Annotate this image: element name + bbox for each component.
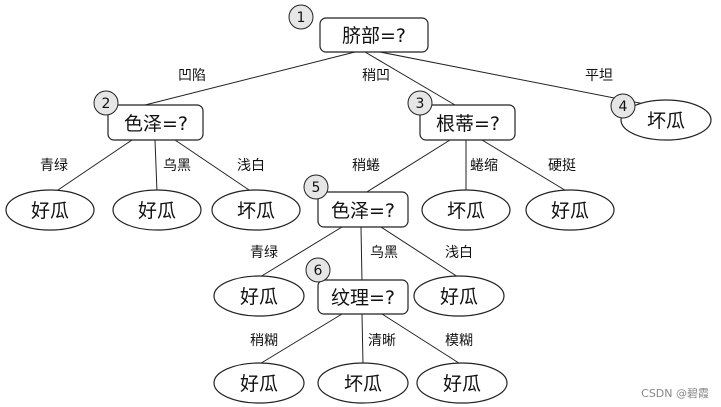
leaf-2c: 坏瓜 [211, 189, 301, 231]
leaf-2c-label: 坏瓜 [237, 200, 275, 222]
badge-3-number: 3 [416, 96, 425, 112]
leaf-2b: 好瓜 [112, 189, 202, 231]
badge-2-number: 2 [102, 96, 111, 112]
edge-label-1-2: 凹陷 [178, 68, 206, 84]
node-6: 纹理=? [317, 279, 409, 315]
edge-label-2-a: 青绿 [40, 158, 68, 174]
leaf-6a-label: 好瓜 [240, 373, 278, 395]
node-5: 色泽=? [317, 191, 409, 228]
edge-label-1-3: 稍凹 [362, 68, 390, 84]
badge-2: 2 [93, 90, 119, 116]
node-2: 色泽=? [107, 104, 204, 141]
edge-1-2 [144, 51, 356, 106]
edge-label-3-5: 稍蜷 [352, 158, 380, 174]
badge-5-number: 5 [312, 180, 321, 196]
leaf-5c: 好瓜 [413, 275, 505, 317]
edge-6-b [361, 313, 364, 366]
badge-6: 6 [305, 257, 331, 283]
leaf-5a-label: 好瓜 [240, 286, 278, 308]
edge-5-6 [360, 226, 363, 283]
badge-1: 1 [288, 4, 314, 30]
edge-label-5-a: 青绿 [250, 245, 278, 261]
badge-5: 5 [303, 174, 329, 200]
node-4: 坏瓜 [620, 99, 712, 141]
badge-4-number: 4 [619, 99, 628, 115]
edge-6-a [257, 313, 343, 366]
leaf-6c: 好瓜 [416, 362, 508, 404]
node-1-label: 脐部=? [342, 25, 406, 47]
badge-6-number: 6 [314, 263, 323, 279]
edge-5-c [380, 226, 459, 278]
badge-4: 4 [610, 93, 636, 119]
edges [54, 51, 661, 366]
node-5-label: 色泽=? [331, 200, 395, 222]
node-4-label: 坏瓜 [647, 110, 685, 132]
leaf-2b-label: 好瓜 [138, 200, 176, 222]
edge-label-6-a: 稍糊 [250, 333, 278, 349]
edge-labels: 凹陷 稍凹 平坦 青绿 乌黑 浅白 稍蜷 蜷缩 硬挺 青绿 乌黑 浅白 稍糊 清… [40, 68, 613, 349]
edge-label-3-b: 蜷缩 [470, 158, 498, 174]
node-1: 脐部=? [319, 17, 429, 53]
leaf-2a-label: 好瓜 [31, 200, 69, 222]
leaf-6b: 坏瓜 [317, 362, 409, 404]
edge-label-6-b: 清晰 [368, 333, 396, 349]
edge-label-3-c: 硬挺 [548, 158, 576, 174]
node-6-label: 纹理=? [331, 287, 395, 309]
edge-5-a [259, 226, 343, 278]
watermark: CSDN @碧霞 [641, 387, 709, 400]
badges: 1 2 3 4 5 6 [93, 4, 636, 283]
leaf-3c-label: 好瓜 [551, 200, 589, 222]
edge-1-3 [364, 51, 456, 106]
leaf-3b-label: 坏瓜 [447, 200, 485, 222]
edge-3-5 [361, 139, 451, 196]
leaf-3c: 好瓜 [525, 189, 615, 231]
leaf-5c-label: 好瓜 [440, 286, 478, 308]
edge-label-2-c: 浅白 [237, 158, 265, 174]
edge-6-c [381, 313, 463, 366]
leaf-6b-label: 坏瓜 [344, 373, 382, 395]
edge-label-5-6: 乌黑 [370, 245, 398, 261]
edge-1-4 [379, 51, 661, 108]
leaf-6a: 好瓜 [213, 362, 305, 404]
leaf-2a: 好瓜 [5, 189, 95, 231]
edge-label-6-c: 模糊 [445, 333, 473, 349]
edge-label-1-4: 平坦 [585, 68, 613, 84]
leaf-6c-label: 好瓜 [443, 373, 481, 395]
edge-label-2-b: 乌黑 [163, 158, 191, 174]
badge-3: 3 [407, 90, 433, 116]
node-2-label: 色泽=? [124, 113, 188, 135]
badge-1-number: 1 [297, 10, 306, 26]
edge-label-5-c: 浅白 [445, 245, 473, 261]
edge-2-c [174, 139, 253, 193]
edge-2-a [54, 139, 133, 193]
edge-2-b [154, 139, 158, 193]
leaf-3b: 坏瓜 [421, 189, 511, 231]
edge-3-c [481, 139, 569, 193]
node-3-label: 根蒂=? [436, 113, 500, 135]
leaf-5a: 好瓜 [213, 275, 305, 317]
node-3: 根蒂=? [419, 104, 516, 141]
